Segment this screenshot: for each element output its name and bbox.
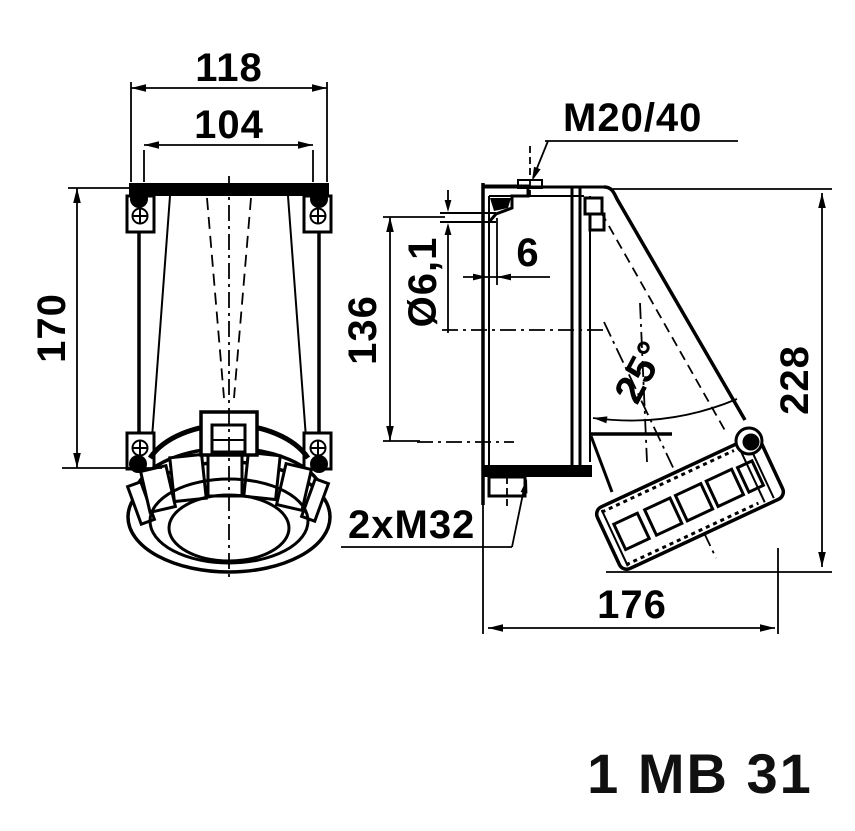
dim-fixing-hole-diameter: Ø6,1 bbox=[401, 237, 445, 328]
dim-wall-clearance: 6 bbox=[516, 231, 539, 275]
bottom-flange-bar bbox=[483, 465, 592, 477]
dim-overall-width: 118 bbox=[195, 46, 263, 90]
corner-screw-top-right bbox=[302, 190, 333, 234]
side-view bbox=[417, 146, 786, 571]
grip-slots bbox=[125, 450, 331, 527]
dim-overall-depth: 176 bbox=[597, 583, 667, 627]
corner-screw-bottom-left bbox=[125, 431, 156, 473]
socket-cap bbox=[594, 435, 786, 571]
label-top-cable-entry: M20/40 bbox=[563, 96, 702, 140]
dimension-annotations: 118 104 170 136 Ø6,1 6 bbox=[30, 46, 832, 634]
dim-fixing-width: 104 bbox=[194, 103, 264, 147]
slope-edge bbox=[603, 185, 747, 421]
dim-socket-angle: 25° bbox=[606, 334, 675, 411]
top-mounting-lug bbox=[440, 184, 530, 223]
label-bottom-cable-entry: 2xM32 bbox=[348, 503, 475, 547]
part-number: 1 MB 31 bbox=[587, 742, 813, 805]
front-view bbox=[125, 176, 333, 582]
corner-screw-bottom-right bbox=[302, 431, 333, 473]
dim-fixing-hole-spacing: 136 bbox=[341, 295, 385, 365]
dim-body-height: 170 bbox=[30, 293, 74, 363]
corner-screw-top-left bbox=[125, 190, 156, 234]
hinge-screw bbox=[734, 426, 764, 456]
dim-overall-height: 228 bbox=[773, 345, 817, 415]
